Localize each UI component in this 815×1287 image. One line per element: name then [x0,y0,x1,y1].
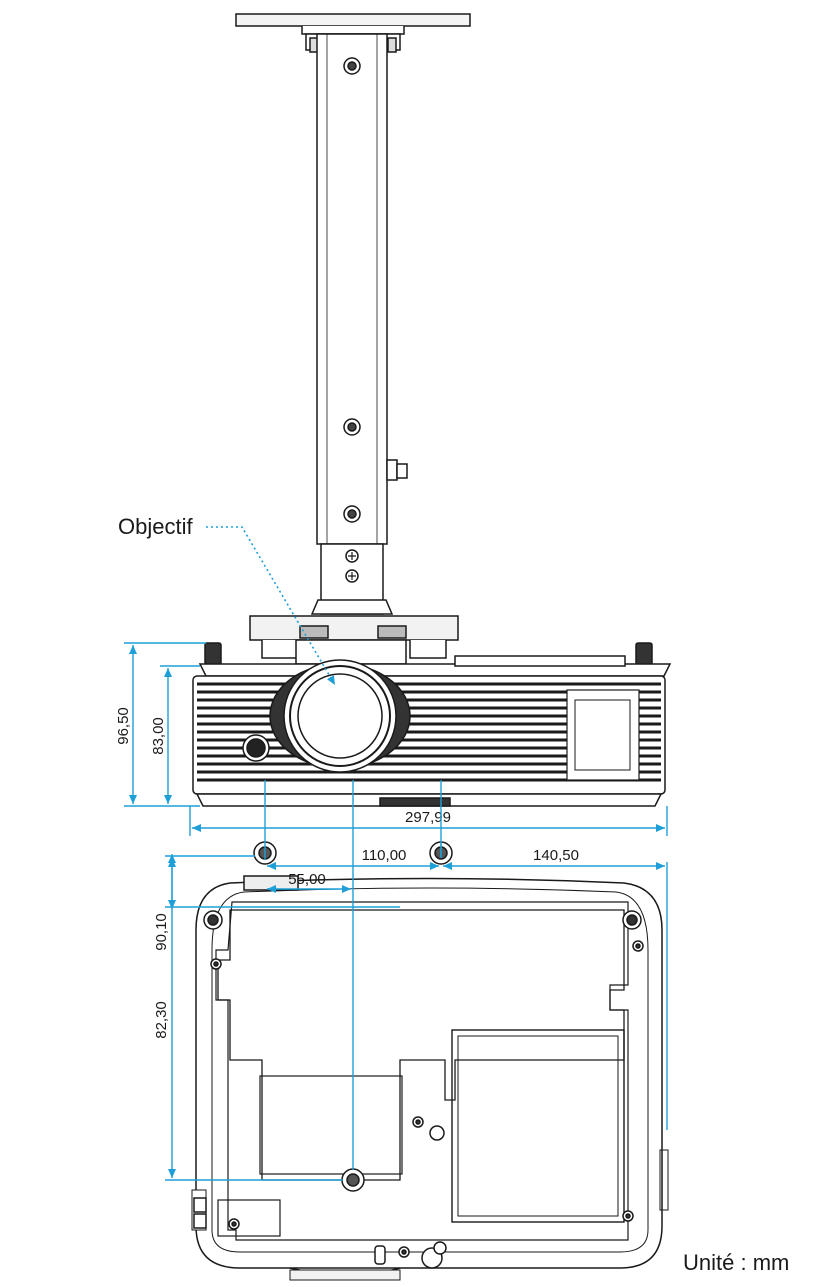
front-dimensions [124,642,668,836]
ir-sensor-icon [242,734,270,762]
projector-bottom-view [191,841,669,1281]
ceiling-mount [235,13,471,665]
bottom-dimensions [165,780,668,1181]
dim-label-hole-to-edge-x: 140,50 [533,847,579,864]
dim-label-hole-bottom-y: 82,30 [153,1001,170,1039]
dim-label-hole-offset-x: 55,00 [288,871,326,888]
bolt-icon [343,57,361,75]
screw-icon [210,958,222,970]
bolt-icon [343,418,361,436]
bolt-icon [343,505,361,523]
foot-icon [203,910,223,930]
dim-label-height-body: 83,00 [150,717,167,755]
mount-hole-icon [341,1168,365,1192]
lens-label: Objectif [118,514,193,539]
dim-label-hole-spacing-x: 110,00 [362,847,407,864]
projector-underside [195,877,663,1269]
screw-icon [398,1246,410,1258]
dim-label-height-total: 96,50 [115,707,132,745]
screw-icon [412,1116,424,1128]
screw-icon [345,549,359,563]
foot-icon [622,910,642,930]
screw-icon [632,940,644,952]
screw-icon [345,569,359,583]
lens-icon [269,659,411,773]
mount-tube [316,33,388,545]
dim-label-width-total: 297,99 [405,809,451,826]
lens-callout: Objectif [118,514,336,686]
mount-bracket [249,615,459,641]
dim-label-hole-top-y: 90,10 [153,913,170,951]
screw-icon [622,1210,634,1222]
ceiling-plate [235,13,471,27]
screw-icon [228,1218,240,1230]
projector-front-view [192,642,672,807]
unit-label: Unité : mm [683,1250,789,1275]
